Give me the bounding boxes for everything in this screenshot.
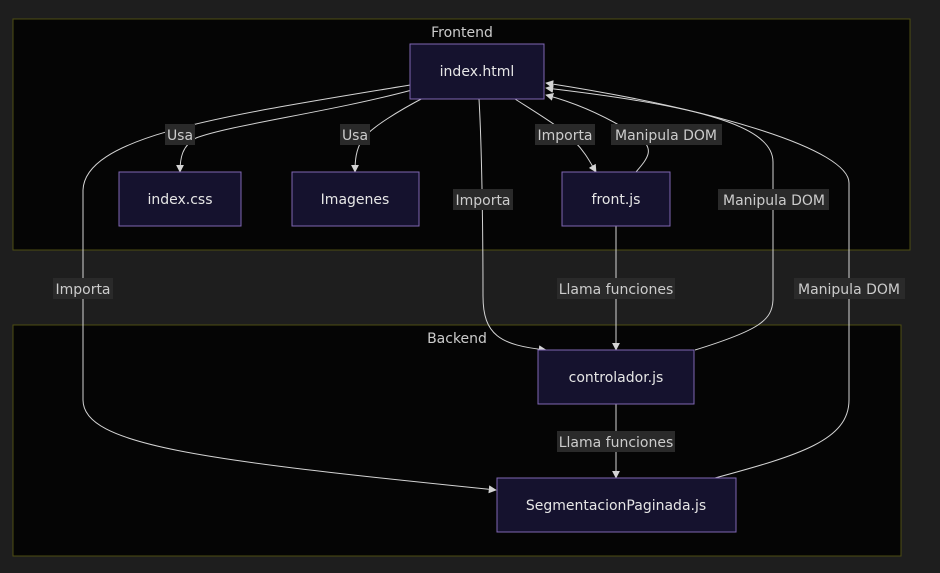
node-index-css[interactable]: index.css xyxy=(118,171,242,227)
node-label-segmentacion-paginada-js: SegmentacionPaginada.js xyxy=(526,498,706,514)
node-controlador-js[interactable]: controlador.js xyxy=(537,349,695,405)
node-segmentacion-paginada-js[interactable]: SegmentacionPaginada.js xyxy=(496,477,737,533)
edge-label-html-img: Usa xyxy=(342,128,368,144)
node-label-index-html: index.html xyxy=(440,64,515,80)
frontend-cluster-title: Frontend xyxy=(431,25,493,41)
edge-ctrl-html xyxy=(545,84,774,351)
node-label-imagenes: Imagenes xyxy=(321,192,390,208)
edge-label-front-html: Manipula DOM xyxy=(615,128,717,144)
node-imagenes[interactable]: Imagenes xyxy=(291,171,420,227)
edge-label-html-front: Importa xyxy=(537,128,592,144)
node-label-index-css: index.css xyxy=(147,192,212,208)
node-label-controlador-js: controlador.js xyxy=(569,370,664,386)
edge-label-seg-html: Manipula DOM xyxy=(798,282,900,298)
node-index-html[interactable]: index.html xyxy=(409,43,545,100)
edge-seg-html xyxy=(545,80,850,479)
backend-cluster: Backend xyxy=(12,324,902,557)
edge-html-ctrl xyxy=(478,98,547,354)
edge-html-css xyxy=(176,89,413,173)
edges xyxy=(82,80,850,494)
edge-label-front-ctrl: Llama funciones xyxy=(559,282,674,298)
edge-label-ctrl-seg: Llama funciones xyxy=(559,435,674,451)
node-label-front-js: front.js xyxy=(592,192,641,208)
node-front-js[interactable]: front.js xyxy=(561,171,671,227)
edge-html-seg xyxy=(82,84,497,494)
edge-label-html-css: Usa xyxy=(167,128,193,144)
edge-label-html-ctrl: Importa xyxy=(455,193,510,209)
edge-label-ctrl-html: Manipula DOM xyxy=(723,193,825,209)
backend-cluster-title: Backend xyxy=(427,331,487,347)
edge-label-html-seg: Importa xyxy=(55,282,110,298)
edge-labels: Usa Usa Importa Manipula DOM Importa Man… xyxy=(53,124,905,452)
